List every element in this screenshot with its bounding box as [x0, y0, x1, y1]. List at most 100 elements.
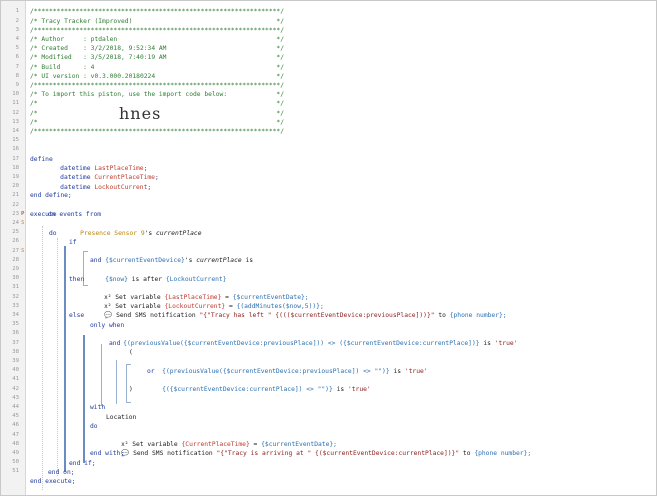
or-operator[interactable]: or: [147, 367, 155, 375]
code-line: /***************************************…: [30, 8, 285, 16]
line-number: 27: [12, 247, 19, 254]
condition-1[interactable]: {$currentEventDevice}'s currentPlace is: [105, 257, 254, 265]
end-if: end if;: [69, 459, 96, 467]
line-number: 12: [12, 109, 19, 116]
line-number: 7: [15, 63, 19, 70]
line-number: 2: [15, 17, 19, 24]
line-number: 39: [12, 358, 19, 364]
line-number: 24: [12, 220, 19, 226]
if-keyword[interactable]: if: [69, 238, 77, 246]
breakpoint-marker[interactable]: P: [21, 211, 25, 218]
code-line: /* */: [30, 109, 285, 117]
line-number: 21: [12, 192, 19, 199]
code-line: /* */: [30, 100, 285, 108]
line-number: 6: [15, 54, 19, 61]
line-number: 16: [12, 146, 19, 153]
line-number: 48: [12, 440, 19, 447]
line-number: 23: [12, 210, 19, 217]
sms-bubble-icon: 💬: [121, 449, 130, 458]
code-line: /* Author : ptdalen */: [30, 36, 285, 43]
condition-2[interactable]: {$now} is after {LockoutCurrent}: [105, 275, 227, 283]
do-keyword: do: [49, 229, 57, 237]
on-events-statement[interactable]: on events from: [48, 211, 102, 219]
line-number: 20: [12, 183, 19, 190]
line-number: 37: [12, 339, 19, 346]
line-number: 35: [12, 321, 19, 328]
indent-guide: [42, 226, 43, 490]
line-number: 4: [15, 36, 19, 42]
line-number: 13: [12, 118, 19, 125]
group-close-paren: ): [129, 386, 133, 393]
group-open-paren: (: [129, 349, 133, 357]
group-bracket: [126, 364, 127, 402]
line-number: 9: [15, 82, 19, 88]
else-keyword: else: [69, 312, 85, 320]
if-block-bar: [64, 246, 66, 472]
line-number: 43: [12, 394, 19, 401]
line-number: 49: [12, 450, 19, 456]
line-number: 28: [12, 256, 19, 263]
set-variable-2[interactable]: x² Set variable {LockoutCurrent} = {(add…: [104, 303, 324, 311]
line-number: 32: [12, 293, 19, 300]
event-device-line[interactable]: Presence Sensor 9's currentPlace: [80, 229, 202, 237]
subscription-marker[interactable]: S: [21, 248, 25, 254]
group-bracket: [116, 360, 117, 404]
line-number: 10: [12, 91, 19, 98]
only-when-condition-3[interactable]: {({$currentEventDevice:currentPlace]) <>…: [162, 386, 371, 393]
code-line: /* Modified : 3/5/2018, 7:40:19 AM */: [30, 54, 285, 62]
only-when-condition-2[interactable]: {(previousValue({$currentEventDevice:pre…: [162, 367, 428, 375]
set-variable-icon: x²: [104, 303, 112, 311]
line-number: 34: [12, 312, 19, 318]
only-when-bracket: [101, 344, 102, 406]
with-device[interactable]: Location: [106, 413, 137, 421]
else-block-bar: [83, 335, 85, 463]
line-number: 38: [12, 348, 19, 355]
line-number: 29: [12, 266, 19, 272]
code-line: /***************************************…: [30, 82, 285, 89]
code-line: /* UI version : v0.3.000.20180224 */: [30, 72, 285, 80]
code-line: /***************************************…: [30, 26, 285, 34]
end-with: end with;: [90, 450, 125, 458]
line-number: 26: [12, 238, 19, 245]
with-keyword[interactable]: with: [90, 404, 106, 412]
group-bracket: [126, 402, 131, 403]
code-line: define: [30, 155, 53, 163]
line-number: 11: [12, 100, 19, 107]
line-number: 8: [15, 72, 19, 79]
condition-bracket: [83, 251, 88, 252]
set-variable-icon: x²: [104, 294, 112, 301]
and-operator-2[interactable]: and: [109, 340, 121, 347]
line-number: 17: [12, 155, 19, 162]
only-when-condition-1[interactable]: {(previousValue({$currentEventDevice:pre…: [123, 340, 518, 347]
line-number: 41: [12, 376, 19, 383]
line-number: 36: [12, 330, 19, 337]
code-line: /* To import this piston, use the import…: [30, 91, 285, 99]
and-operator[interactable]: and: [90, 257, 102, 265]
line-number: 40: [12, 367, 19, 374]
set-variable-icon: x²: [121, 441, 129, 449]
only-when-keyword[interactable]: only when: [90, 321, 125, 329]
set-variable-3[interactable]: x² Set variable {CurrentPlaceTime} = {$c…: [121, 441, 337, 449]
line-number: 19: [12, 174, 19, 180]
code-line: end define;: [30, 192, 72, 200]
line-number: 30: [12, 275, 19, 282]
send-sms-2[interactable]: 💬 Send SMS notification "{"Tracy is arri…: [121, 449, 532, 458]
line-number: 51: [12, 468, 19, 475]
line-number: 18: [12, 164, 19, 171]
set-variable-1[interactable]: x² Set variable {LastPlaceTime} = {$curr…: [104, 294, 309, 301]
define-line-3[interactable]: datetime LockoutCurrent;: [60, 183, 152, 191]
line-number: 14: [12, 128, 19, 134]
do-keyword-2: do: [90, 422, 98, 430]
send-sms-1[interactable]: 💬 Send SMS notification "{"Tracy has lef…: [104, 311, 507, 320]
condition-bracket: [83, 251, 84, 285]
line-number: 46: [12, 422, 19, 429]
line-number: 44: [12, 404, 19, 410]
line-number: 50: [12, 459, 19, 466]
define-line-1[interactable]: datetime LastPlaceTime;: [60, 165, 148, 173]
define-line-2[interactable]: datetime CurrentPlaceTime;: [60, 174, 159, 182]
group-bracket: [126, 364, 131, 365]
code-line: /* Tracy Tracker (Improved) */: [30, 17, 285, 25]
subscription-marker[interactable]: S: [21, 220, 25, 227]
code-line: /* Build : 4 */: [30, 63, 285, 71]
